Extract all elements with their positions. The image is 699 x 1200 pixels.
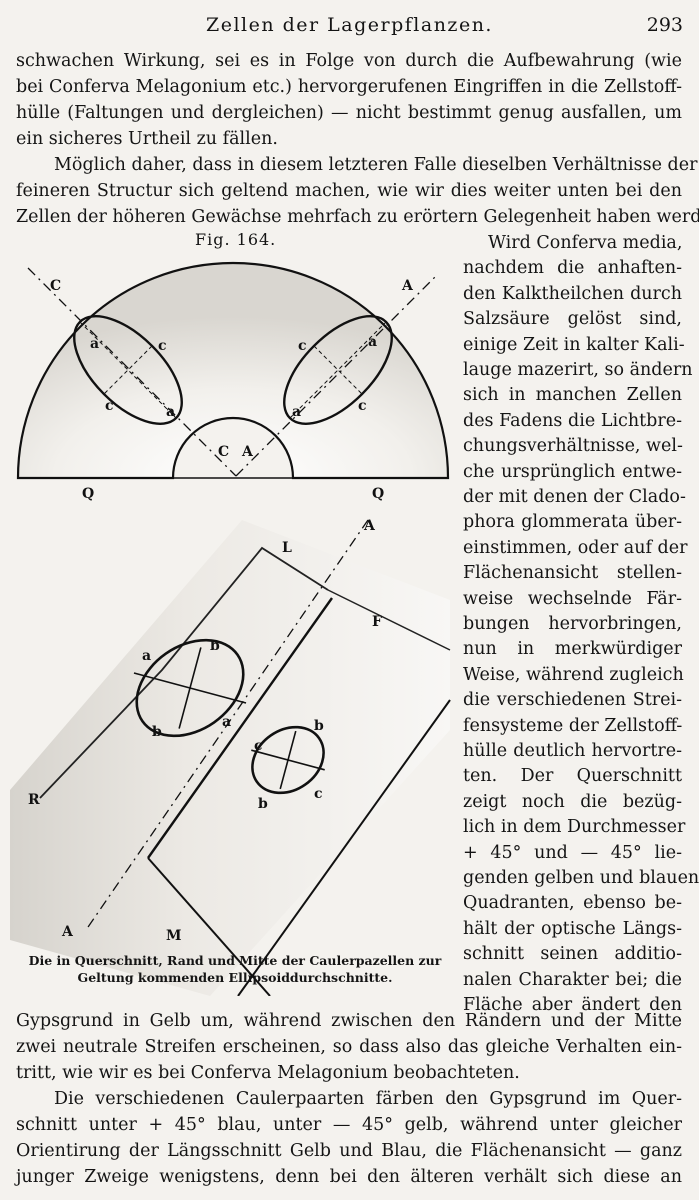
- right-column-line: nachdem die anhaften-: [463, 258, 682, 279]
- right-column-line: des Fadens die Lichtbre-: [463, 410, 682, 431]
- fig-label: A: [61, 924, 74, 940]
- fig-label: a: [166, 404, 175, 420]
- figure-caption: Die in Querschnitt, Rand und Mitte der C…: [28, 953, 442, 985]
- fig-label: c: [314, 786, 323, 802]
- ellipse-right: [283, 315, 393, 425]
- right-column-line: fensysteme der Zellstoff-: [463, 715, 683, 736]
- running-title: Zellen der Lagerpflanzen.: [206, 14, 493, 36]
- fig-label: c: [158, 338, 167, 354]
- right-column-line: ten. Der Querschnitt: [463, 766, 682, 787]
- right-column-line: Quadranten, ebenso be-: [463, 893, 682, 914]
- right-column-line: die verschiedenen Strei-: [463, 690, 682, 711]
- fig-label: A: [363, 518, 376, 534]
- edge-M: [147, 857, 271, 996]
- right-column-line: zeigt noch die bezüg-: [463, 791, 682, 812]
- fig-label: b: [314, 718, 324, 734]
- right-column-line: Wird Conferva media,: [488, 233, 683, 253]
- right-column-line: che ursprünglich entwe-: [463, 461, 682, 482]
- fig-label: a: [142, 648, 151, 664]
- ellipse-bottom-left: [133, 638, 247, 738]
- running-header: Zellen der Lagerpflanzen. 293: [0, 10, 699, 40]
- body-line: Orientirung der Längsschnitt Gelb und Bl…: [16, 1141, 682, 1161]
- body-line: feineren Structur sich geltend machen, w…: [16, 181, 682, 201]
- fig-label: C: [218, 444, 229, 460]
- right-column-line: Fläche aber ändert den: [463, 995, 682, 1015]
- axis-c-line: [27, 267, 237, 477]
- right-column-line: einige Zeit in kalter Kali-: [463, 334, 685, 355]
- fig-label: C: [50, 278, 61, 294]
- edge-F: [327, 589, 451, 651]
- right-column-line: der mit denen der Clado-: [463, 487, 686, 507]
- body-line: schwachen Wirkung, sei es in Folge von d…: [16, 51, 682, 71]
- right-column-line: genden gelben und blauen: [463, 868, 699, 888]
- right-column-line: chungsverhältnisse, wel-: [463, 436, 683, 457]
- ellipse-left: [73, 315, 183, 425]
- fig-label: c: [298, 338, 307, 354]
- right-column-line: + 45° und — 45° lie-: [463, 842, 682, 863]
- right-column-line: Flächenansicht stellen-: [463, 563, 682, 584]
- fig-label: c: [358, 398, 367, 414]
- right-column-line: Weise, während zugleich: [463, 664, 684, 685]
- fig-label: b: [210, 638, 220, 654]
- body-line: Die verschiedenen Caulerpaarten färben d…: [54, 1089, 682, 1109]
- page-number: 293: [646, 14, 683, 36]
- top-figure-labels: C A a c c a c a a c C A Q Q: [50, 278, 414, 502]
- right-column-line: sich in manchen Zellen: [463, 385, 682, 406]
- fig-label: b: [152, 724, 162, 740]
- cross-section-ring: [16, 261, 450, 480]
- right-column-line: schnitt seinen additio-: [463, 944, 682, 965]
- right-column-line: lich in dem Durchmesser: [463, 817, 686, 838]
- fig-label: c: [254, 738, 263, 754]
- body-line: schnitt unter + 45° blau, unter — 45° ge…: [16, 1115, 682, 1135]
- figure-label: Fig. 164.: [195, 230, 277, 249]
- surface-band: [10, 520, 450, 996]
- right-column-line: einstimmen, oder auf der: [463, 537, 688, 558]
- body-line: hülle (Faltungen und dergleichen) — nich…: [16, 103, 682, 123]
- fig-label: M: [166, 928, 182, 944]
- axis-a-bottom: [85, 519, 369, 931]
- fig-label: L: [282, 540, 292, 556]
- body-line: zwei neutrale Streifen erscheinen, so da…: [16, 1037, 682, 1057]
- fig-label: Q: [82, 486, 94, 502]
- fig-label: Q: [372, 486, 384, 502]
- fig-label: A: [241, 444, 254, 460]
- body-line: ein sicheres Urtheil zu fällen.: [16, 129, 278, 149]
- midline: [147, 597, 333, 859]
- figure-164: C A a c c a c a a c C A Q Q: [10, 230, 456, 996]
- fig-label: A: [401, 278, 414, 294]
- fig-label: c: [105, 398, 114, 414]
- right-column-line: nalen Charakter bei; die: [463, 969, 682, 990]
- right-column-line: hülle deutlich hervortre-: [463, 741, 682, 761]
- right-column-line: den Kalktheilchen durch: [463, 283, 682, 304]
- fig-label: b: [258, 796, 268, 812]
- edge-right: [237, 699, 451, 996]
- fig-label: a: [292, 404, 301, 420]
- body-line: bei Conferva Melagonium etc.) hervorgeru…: [16, 77, 682, 97]
- fig-label: a: [222, 714, 231, 730]
- right-column-line: lauge mazerirt, so ändern: [463, 360, 693, 380]
- right-column-line: bungen hervorbringen,: [463, 614, 682, 634]
- right-column-line: nun in merkwürdiger: [463, 639, 682, 660]
- right-column-line: hält der optische Längs-: [463, 918, 682, 939]
- ellipse-bottom-right: [251, 725, 325, 795]
- right-column-line: weise wechselnde Fär-: [463, 588, 682, 609]
- body-line: Zellen der höheren Gewächse mehrfach zu …: [16, 207, 699, 227]
- body-line: tritt, wie wir es bei Conferva Melagoniu…: [16, 1063, 520, 1083]
- figure-drawing: C A a c c a c a a c C A Q Q: [10, 261, 451, 996]
- axis-a-line: [235, 273, 439, 477]
- body-line: Gypsgrund in Gelb um, während zwischen d…: [16, 1011, 682, 1031]
- bottom-figure-labels: L A F a b b a c b b c R A M: [28, 518, 382, 944]
- edge-L: [39, 546, 329, 799]
- right-column-line: phora glommerata über-: [463, 512, 682, 533]
- body-line: junger Zweige wenigstens, denn bei den ä…: [16, 1167, 682, 1187]
- fig-label: F: [372, 614, 382, 630]
- body-line: Möglich daher, dass in diesem letzteren …: [54, 155, 698, 175]
- fig-label: R: [28, 792, 40, 808]
- right-column-line: Salzsäure gelöst sind,: [463, 309, 682, 330]
- fig-label: a: [90, 336, 99, 352]
- fig-label: a: [368, 334, 377, 350]
